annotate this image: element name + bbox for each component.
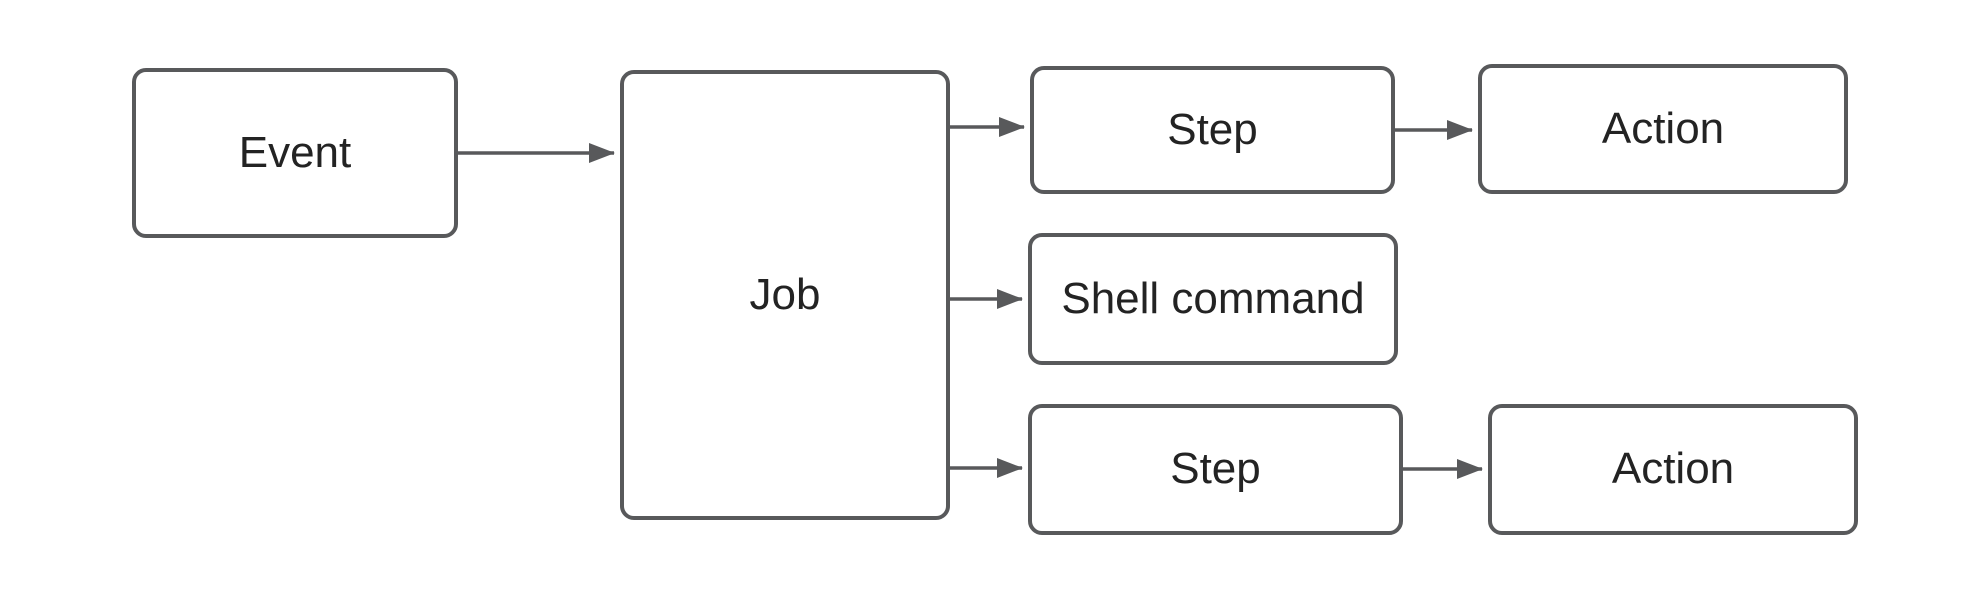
node-shell-command[interactable]: Shell command [1028,233,1398,365]
node-event[interactable]: Event [132,68,458,238]
node-action-top-label: Action [1601,103,1725,153]
node-job-label: Job [749,269,821,319]
node-step-bottom-label: Step [1170,444,1261,494]
node-job[interactable]: Job [620,70,950,520]
node-action-top[interactable]: Action [1478,64,1848,194]
node-event-label: Event [238,127,352,177]
node-step-top[interactable]: Step [1030,66,1395,194]
node-step-bottom[interactable]: Step [1028,404,1403,535]
node-shell-command-label: Shell command [1061,273,1365,323]
node-step-top-label: Step [1167,104,1258,154]
node-action-bottom[interactable]: Action [1488,404,1858,535]
node-action-bottom-label: Action [1611,444,1735,494]
